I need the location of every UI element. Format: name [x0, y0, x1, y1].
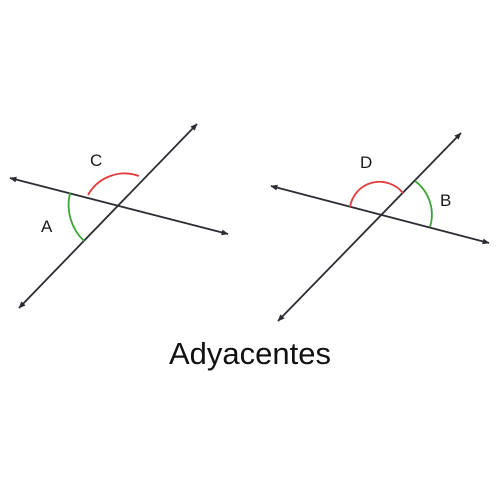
angle-c-label: C	[90, 151, 102, 170]
left-transversal-line	[18, 123, 198, 309]
right-figure: D B	[270, 132, 490, 322]
angle-b-arc	[414, 180, 433, 228]
angle-c-arc	[87, 172, 140, 196]
left-figure: C A	[9, 123, 229, 309]
angle-d-label: D	[360, 153, 372, 172]
right-horizontal-line	[270, 184, 490, 245]
angle-d-arc	[349, 180, 404, 208]
angle-a-arc	[67, 192, 85, 242]
caption-title: Adyacentes	[169, 336, 331, 371]
angle-a-label: A	[41, 217, 53, 236]
left-horizontal-line	[9, 176, 229, 236]
angle-b-label: B	[440, 191, 451, 210]
